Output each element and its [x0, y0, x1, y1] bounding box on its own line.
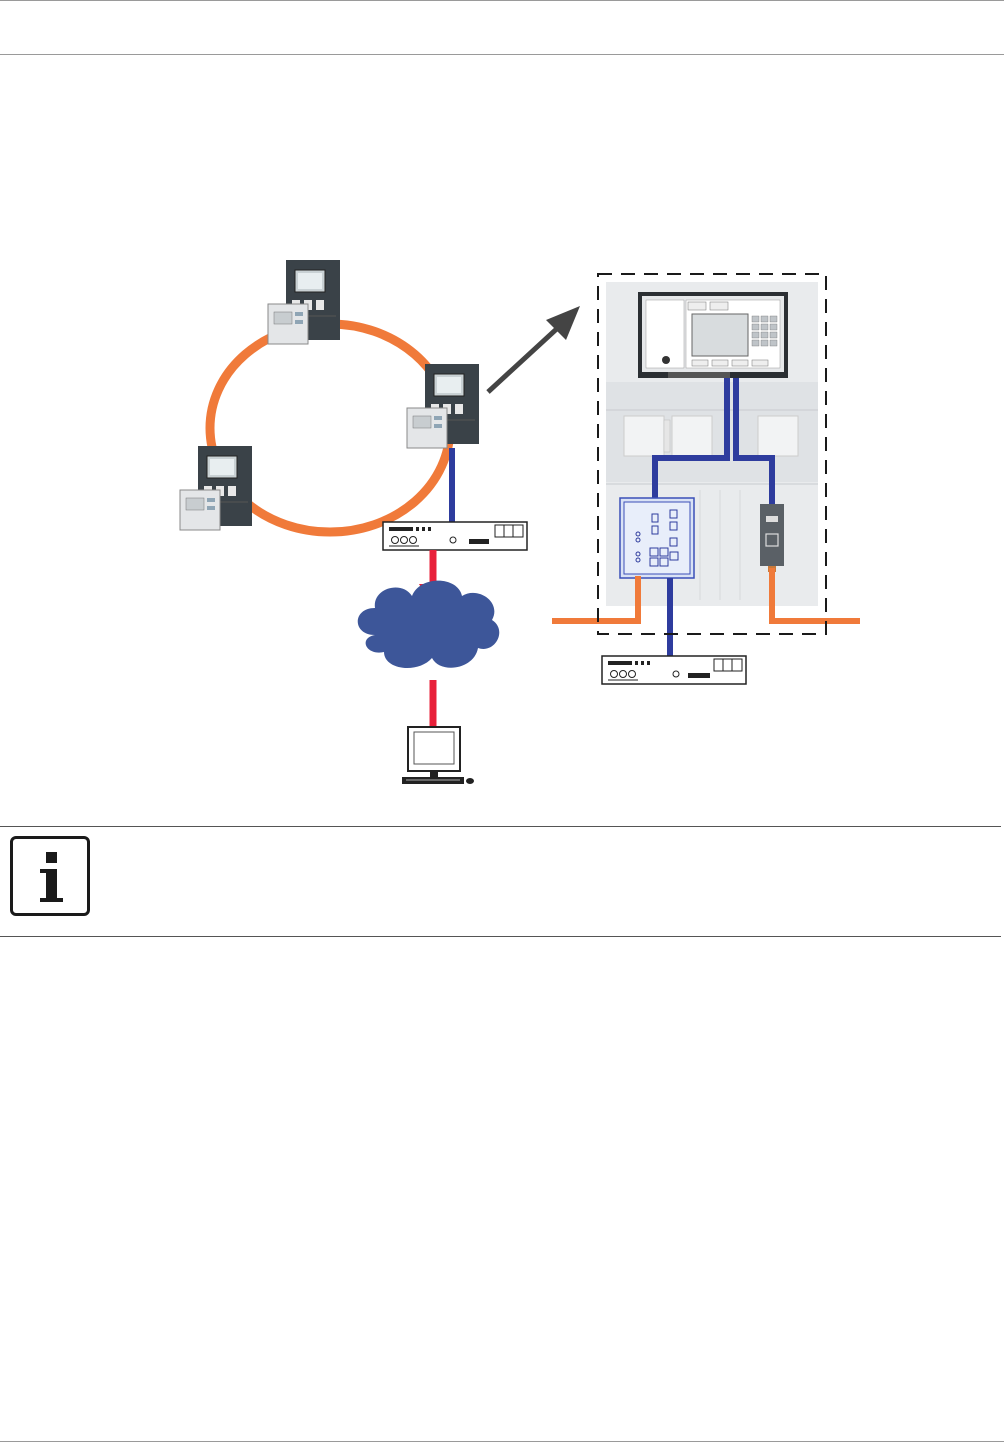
- detail-arrow-line: [488, 324, 562, 392]
- fire-panel-left: [180, 446, 252, 530]
- cloud-icon: [358, 581, 500, 668]
- note-top-rule: [0, 826, 1001, 827]
- computer-icon: [402, 727, 474, 784]
- network-diagram: [0, 240, 1004, 800]
- info-icon: [10, 836, 90, 916]
- router-left: [383, 522, 527, 550]
- panel-controller: [638, 292, 788, 378]
- fire-panel-top: [268, 260, 340, 344]
- header-rule: [0, 54, 1004, 55]
- fire-panel-right: [407, 364, 479, 448]
- interface-module: [760, 504, 784, 572]
- router-bottom: [602, 656, 746, 684]
- footer-rule: [0, 1441, 1004, 1442]
- note-bottom-rule: [0, 936, 1001, 937]
- ethernet-module: [620, 498, 694, 578]
- top-rule: [0, 0, 1004, 1]
